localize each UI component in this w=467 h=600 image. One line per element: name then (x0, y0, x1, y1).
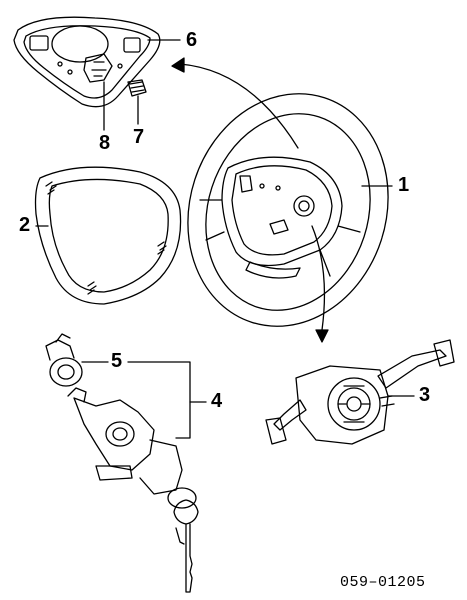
callout-6: 6 (186, 29, 198, 51)
assembly-arrow-upper (171, 57, 299, 149)
horn-pad-front-2 (34, 166, 182, 305)
key-cylinder-5 (45, 333, 83, 387)
callout-3: 3 (419, 384, 431, 406)
steering-wheel-1 (187, 93, 389, 327)
drawing-code: 059–01205 (340, 574, 426, 591)
callout-4: 4 (211, 390, 223, 412)
ignition-key (173, 499, 199, 593)
leader-5-4-bracket (81, 361, 191, 439)
ignition-lock-housing-4 (67, 387, 197, 509)
callout-5: 5 (111, 350, 123, 372)
callout-7: 7 (133, 126, 145, 148)
assembly-arrow-lower (311, 225, 329, 343)
callout-2: 2 (19, 214, 31, 236)
horn-pad-rear-assembly (13, 16, 161, 108)
callout-1: 1 (398, 174, 410, 196)
callout-8: 8 (99, 132, 111, 154)
horn-contact-7 (127, 79, 147, 97)
